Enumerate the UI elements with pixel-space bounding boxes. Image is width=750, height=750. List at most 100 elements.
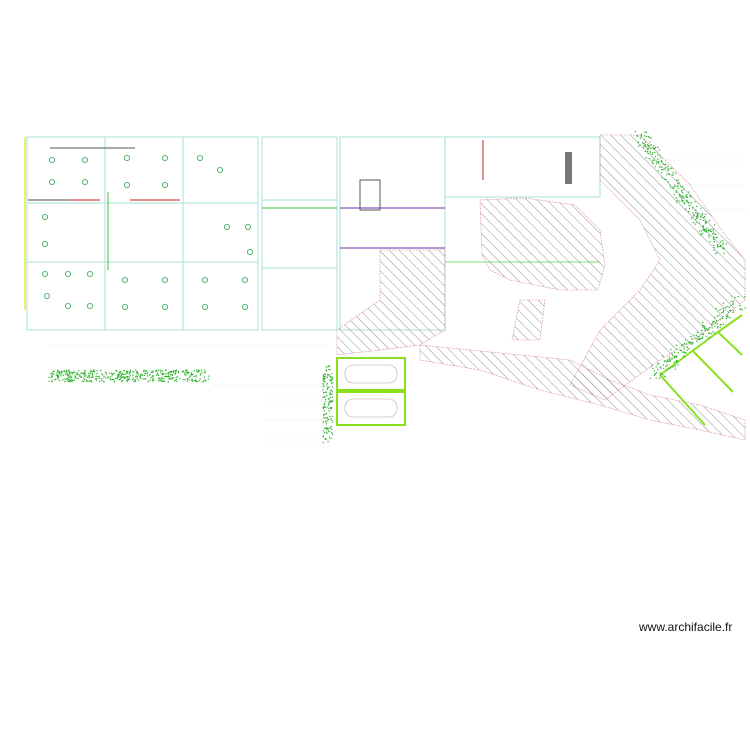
- light-fixture-icon: [122, 303, 129, 310]
- hedge-dot: [128, 373, 130, 375]
- hedge-dot: [324, 395, 326, 398]
- hedge-dot: [60, 375, 62, 377]
- hedge-dot: [660, 166, 662, 168]
- hedge-dot: [157, 377, 160, 379]
- hedge-dot: [649, 150, 651, 152]
- hedge-dot: [327, 441, 329, 443]
- hedge-dot: [171, 373, 173, 376]
- hedge-dot: [90, 379, 92, 382]
- hedge-dot: [191, 378, 193, 380]
- hedge-dot: [330, 408, 333, 410]
- light-fixture-icon: [42, 270, 49, 277]
- hedge-dot: [182, 378, 184, 381]
- column-block: [565, 152, 572, 184]
- hedge-dot: [658, 160, 660, 163]
- hedge-dot: [135, 369, 137, 371]
- hedge-dot: [650, 147, 652, 149]
- hedge-dot: [70, 371, 72, 373]
- hedge-dot: [684, 348, 686, 350]
- hedge-dot: [668, 356, 671, 358]
- hedge-dot: [50, 376, 53, 378]
- hedge-dot: [113, 380, 115, 383]
- hedge-dot: [132, 377, 134, 379]
- hedge-dot: [151, 376, 153, 378]
- hedge-dot: [156, 372, 159, 374]
- hedge-dot: [208, 375, 210, 377]
- hedge-dot: [661, 169, 663, 171]
- hedge-dot: [96, 377, 98, 380]
- hedge-dot: [694, 219, 696, 221]
- hedge-dot: [698, 222, 701, 224]
- light-fixture-icon: [49, 178, 56, 185]
- hedge-dot: [676, 179, 678, 182]
- hedge-dot: [702, 227, 705, 229]
- hedge-dot: [675, 191, 678, 193]
- hedge-dot: [658, 166, 661, 168]
- hedge-dot: [737, 296, 740, 298]
- hedge-dot: [732, 300, 735, 302]
- hedge-dot: [723, 252, 725, 255]
- hedge-dot: [96, 370, 98, 372]
- hedge-dot: [89, 372, 92, 375]
- hedge-dot: [195, 369, 198, 371]
- hedge-dot: [666, 364, 668, 366]
- hedge-dot: [323, 431, 326, 434]
- hedge-dot: [125, 371, 128, 373]
- hedge-dot: [331, 390, 334, 393]
- hedge-dot: [205, 380, 207, 382]
- hedge-dot: [683, 342, 686, 345]
- hedge-dot: [119, 378, 121, 381]
- hedge-dot: [203, 369, 206, 371]
- hedge-dot: [665, 369, 667, 371]
- hedge-dot: [150, 377, 152, 379]
- hedge-dot: [722, 242, 724, 244]
- hedge-dot: [648, 147, 650, 150]
- hedge-dot: [717, 326, 719, 328]
- hedge-dot: [674, 365, 676, 367]
- hedge-dot: [688, 191, 690, 193]
- hedge-dot: [667, 181, 669, 183]
- hedge-dot: [654, 151, 656, 154]
- light-fixture-icon: [201, 276, 208, 283]
- hedge-dot: [326, 406, 328, 408]
- hedge-dot: [132, 370, 134, 373]
- vegetation: [48, 130, 746, 444]
- hedge-dot: [699, 233, 701, 236]
- hedge-dot: [120, 374, 123, 377]
- hedge-dot: [728, 306, 731, 309]
- hedge-dot: [647, 152, 649, 155]
- hedge-dot: [91, 375, 94, 378]
- hedge-dot: [672, 171, 674, 174]
- hedge-dot: [716, 244, 719, 246]
- hedge-dot: [62, 374, 64, 376]
- hedge-dot: [133, 380, 135, 383]
- light-fixture-icon: [216, 166, 223, 173]
- hedge-dot: [58, 373, 61, 375]
- hedge-dot: [66, 373, 69, 375]
- archifacile-watermark[interactable]: www.archifacile.fr: [639, 620, 733, 634]
- hedge-dot: [705, 231, 708, 233]
- hedge-dot: [325, 391, 327, 393]
- hedge-dot: [163, 380, 166, 383]
- hedge-dot: [702, 326, 704, 328]
- hedge-dot: [725, 317, 728, 320]
- hedge-dot: [657, 170, 659, 172]
- hedge-dot: [683, 188, 685, 190]
- hedge-dot: [330, 382, 333, 384]
- hedge-dot: [328, 427, 331, 429]
- hedge-dot: [699, 216, 702, 218]
- hedge-dot: [107, 376, 109, 378]
- hedge-dot: [653, 148, 655, 150]
- hedge-dot: [48, 376, 50, 379]
- hedge-dot: [330, 406, 333, 409]
- hedge-dot: [694, 201, 696, 203]
- hedge-dot: [712, 320, 714, 323]
- hedge-dot: [51, 379, 53, 382]
- hedge-dot: [82, 372, 84, 374]
- hedge-dot: [637, 145, 640, 147]
- hedge-dot: [692, 216, 694, 218]
- hedge-dot: [189, 375, 192, 377]
- hedge-dot: [727, 305, 729, 308]
- hedge-dot: [731, 295, 733, 297]
- hedge-dot: [702, 324, 704, 327]
